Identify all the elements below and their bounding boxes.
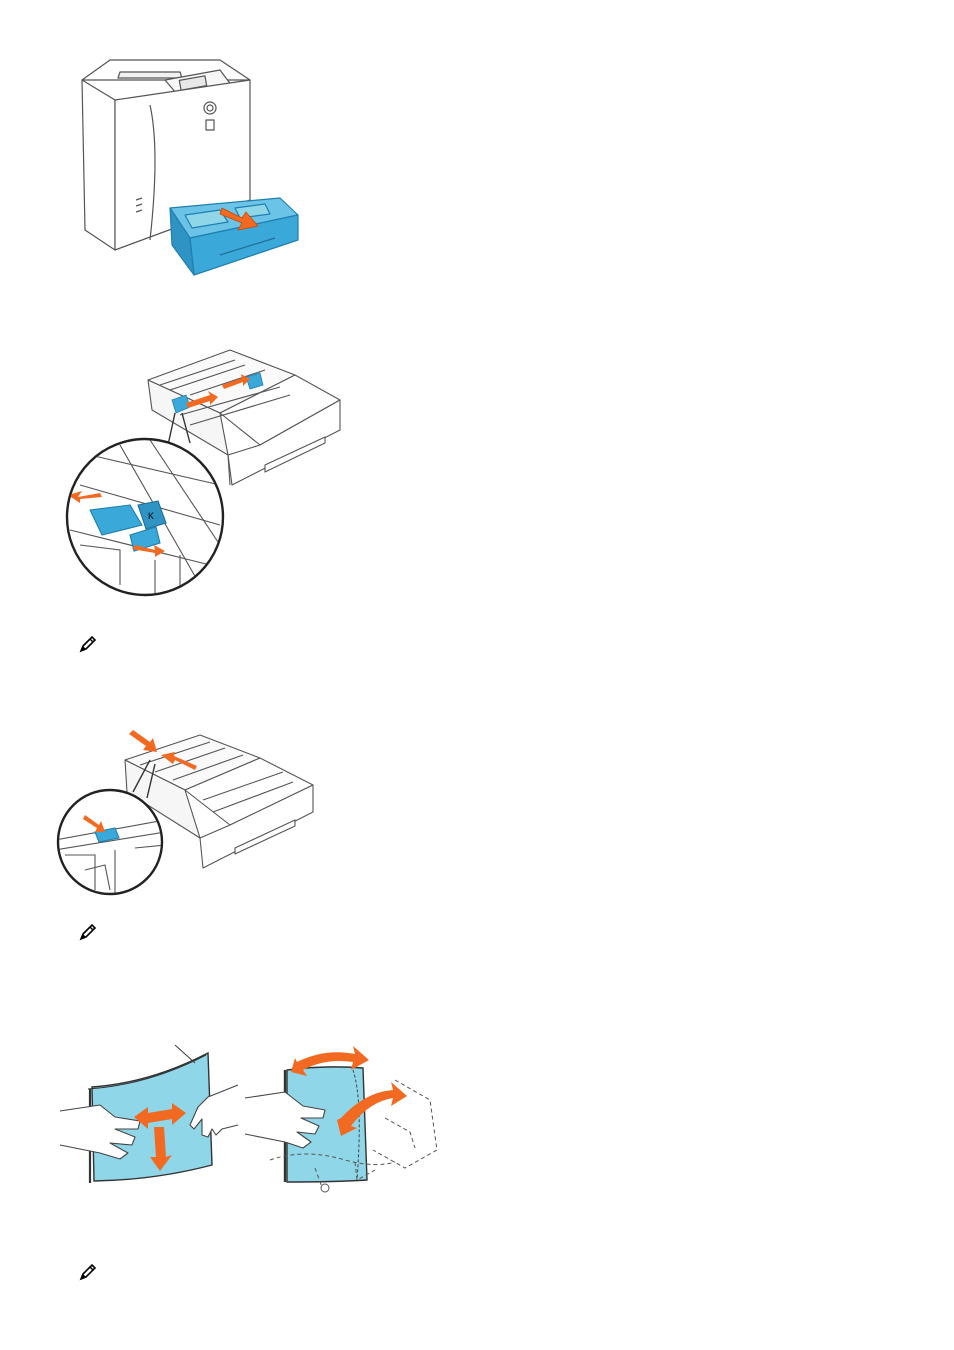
flex-paper-illustration [60,1045,240,1190]
width-guide-slide-illustration: K [60,345,350,605]
fan-paper-illustration [245,1040,445,1200]
svg-text:K: K [148,511,154,521]
note-pencil-icon [78,922,98,942]
length-guide-slide-illustration [55,720,325,900]
note-pencil-icon [78,634,98,654]
note-pencil-icon [78,1262,98,1282]
printer-tray-pull-out-illustration [70,50,310,290]
